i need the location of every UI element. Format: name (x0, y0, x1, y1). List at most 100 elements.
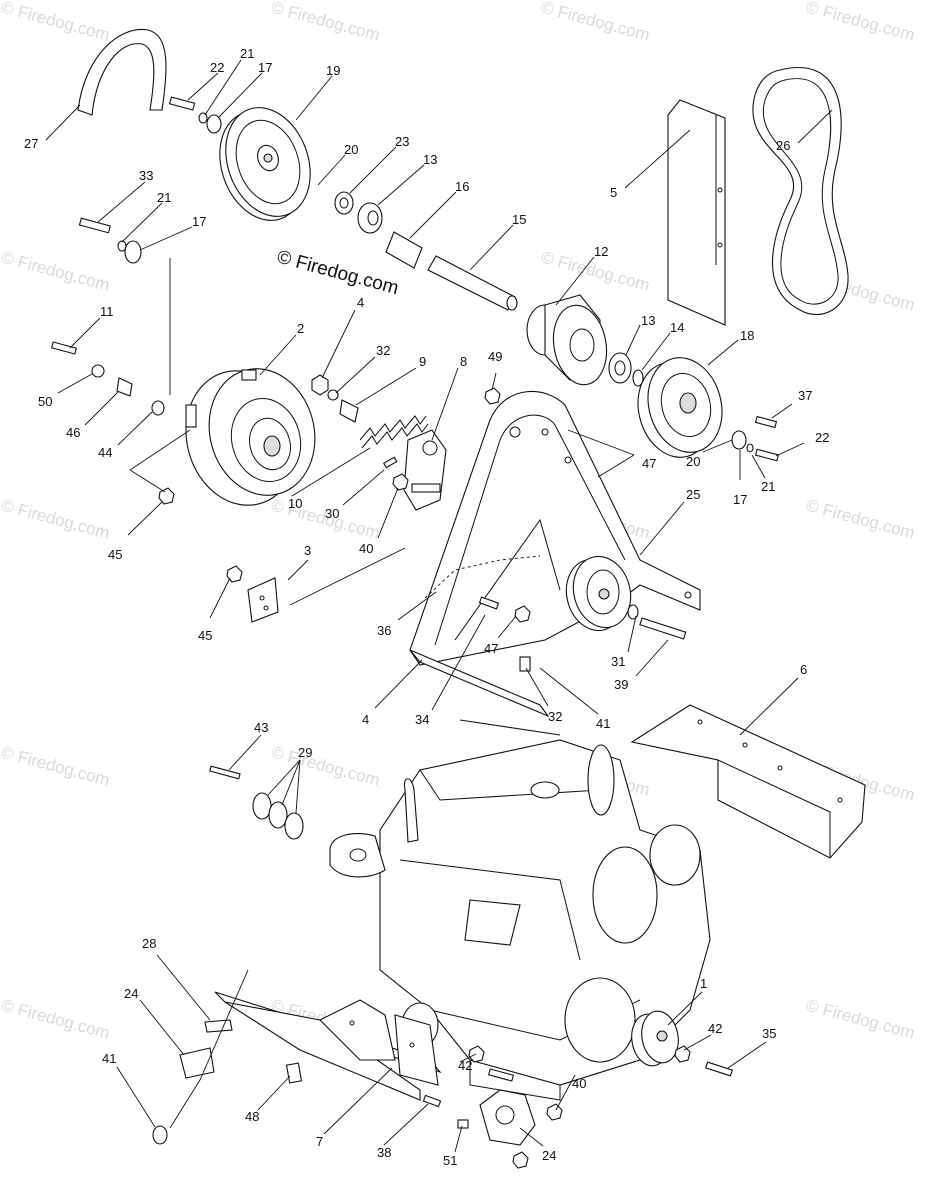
callout-1: 1 (700, 976, 707, 991)
callout-3: 3 (304, 543, 311, 558)
callout-50: 50 (38, 394, 52, 409)
callout-40a: 40 (359, 541, 373, 556)
watermark-text: © Firedog.com (0, 996, 112, 1043)
callout-10: 10 (288, 496, 302, 511)
callout-5: 5 (610, 185, 617, 200)
callout-32b: 32 (548, 709, 562, 724)
callout-26: 26 (776, 138, 790, 153)
shield-5-drawing (667, 99, 726, 326)
callout-4b: 4 (362, 712, 369, 727)
callout-15: 15 (512, 212, 526, 227)
callout-32a: 32 (376, 343, 390, 358)
callout-21: 21 (240, 46, 254, 61)
watermark-text: © Firedog.com (269, 743, 382, 790)
engine-drawing (329, 719, 711, 1101)
bolt-washer-mid-drawing (78, 217, 142, 264)
callout-7: 7 (316, 1134, 323, 1149)
clutch-2-drawing (185, 368, 316, 506)
callout-48: 48 (245, 1109, 259, 1124)
clutch-hardware-drawing (50, 341, 165, 416)
main-watermark: © Firedog.com (275, 247, 401, 300)
callout-38: 38 (377, 1145, 391, 1160)
callout-27: 27 (24, 136, 38, 151)
shaft-assembly-drawing (334, 191, 518, 311)
callout-8: 8 (460, 354, 467, 369)
callout-21c: 21 (761, 479, 775, 494)
callout-39: 39 (614, 677, 628, 692)
callout-36: 36 (377, 623, 391, 638)
callout-41a: 41 (596, 716, 610, 731)
callout-30: 30 (325, 506, 339, 521)
callout-51: 51 (443, 1153, 457, 1168)
watermark-text: © Firedog.com (804, 996, 917, 1043)
callout-23: 23 (395, 134, 409, 149)
callout-28: 28 (142, 936, 156, 951)
callout-41b: 41 (102, 1051, 116, 1066)
bracket-3-drawing (247, 555, 541, 623)
callout-17b: 17 (192, 214, 206, 229)
bearing-ring-drawing (608, 352, 644, 387)
callout-6: 6 (800, 662, 807, 677)
idler-arm-8-drawing (383, 429, 447, 511)
callout-29: 29 (298, 745, 312, 760)
callout-44: 44 (98, 445, 112, 460)
callout-17: 17 (258, 60, 272, 75)
callout-18: 18 (740, 328, 754, 343)
bracket-6-drawing (630, 704, 866, 859)
callout-2: 2 (297, 321, 304, 336)
callout-34: 34 (415, 712, 429, 727)
frame-bolts-drawing (478, 596, 531, 672)
watermark-text: © Firedog.com (0, 743, 112, 790)
watermark-text: © Firedog.com (0, 0, 112, 45)
callout-12: 12 (594, 244, 608, 259)
callout-17c: 17 (733, 492, 747, 507)
engine-mount-right-drawing (422, 1045, 563, 1169)
callout-19: 19 (326, 63, 340, 78)
nuts-drawing (158, 387, 501, 583)
watermark-text: © Firedog.com (539, 0, 652, 45)
callout-13: 13 (423, 152, 437, 167)
callout-33: 33 (139, 168, 153, 183)
callout-14: 14 (670, 320, 684, 335)
callout-40b: 40 (572, 1076, 586, 1091)
frame-4-drawing (409, 390, 701, 718)
pulley-18-hardware-drawing (731, 415, 780, 462)
spring-assembly-drawing (311, 374, 429, 449)
vbelt-26-drawing (752, 67, 849, 315)
pulley-18-drawing (637, 357, 723, 458)
leader-lines (45, 59, 833, 1153)
idler-pulley-25-drawing (565, 555, 687, 640)
callout-24b: 24 (542, 1148, 556, 1163)
callout-9: 9 (419, 354, 426, 369)
callout-13b: 13 (641, 313, 655, 328)
callout-labels: 27 22 21 17 19 20 23 13 16 15 12 5 26 33… (24, 46, 829, 1168)
watermark-text: © Firedog.com (804, 0, 917, 45)
callout-25: 25 (686, 487, 700, 502)
watermark-text: © Firedog.com (269, 0, 382, 45)
engine-mount-left-drawing (152, 991, 442, 1145)
watermark-text: © Firedog.com (0, 496, 112, 543)
callout-20b: 20 (686, 454, 700, 469)
callout-45a: 45 (108, 547, 122, 562)
callout-20: 20 (344, 142, 358, 157)
callout-45b: 45 (198, 628, 212, 643)
callout-47b: 47 (484, 641, 498, 656)
callout-22b: 22 (815, 430, 829, 445)
callout-21b: 21 (157, 190, 171, 205)
callout-49: 49 (488, 349, 502, 364)
callout-16: 16 (455, 179, 469, 194)
watermark-text: © Firedog.com (804, 496, 917, 543)
callout-24a: 24 (124, 986, 138, 1001)
callout-37: 37 (798, 388, 812, 403)
callout-47a: 47 (642, 456, 656, 471)
callout-46: 46 (66, 425, 80, 440)
belt-27-drawing (77, 28, 167, 116)
callout-42a: 42 (708, 1021, 722, 1036)
callout-42b: 42 (458, 1058, 472, 1073)
callout-43: 43 (254, 720, 268, 735)
callout-35: 35 (762, 1026, 776, 1041)
callout-31: 31 (611, 654, 625, 669)
callout-4a: 4 (357, 295, 364, 310)
watermark-text: © Firedog.com (0, 248, 112, 295)
